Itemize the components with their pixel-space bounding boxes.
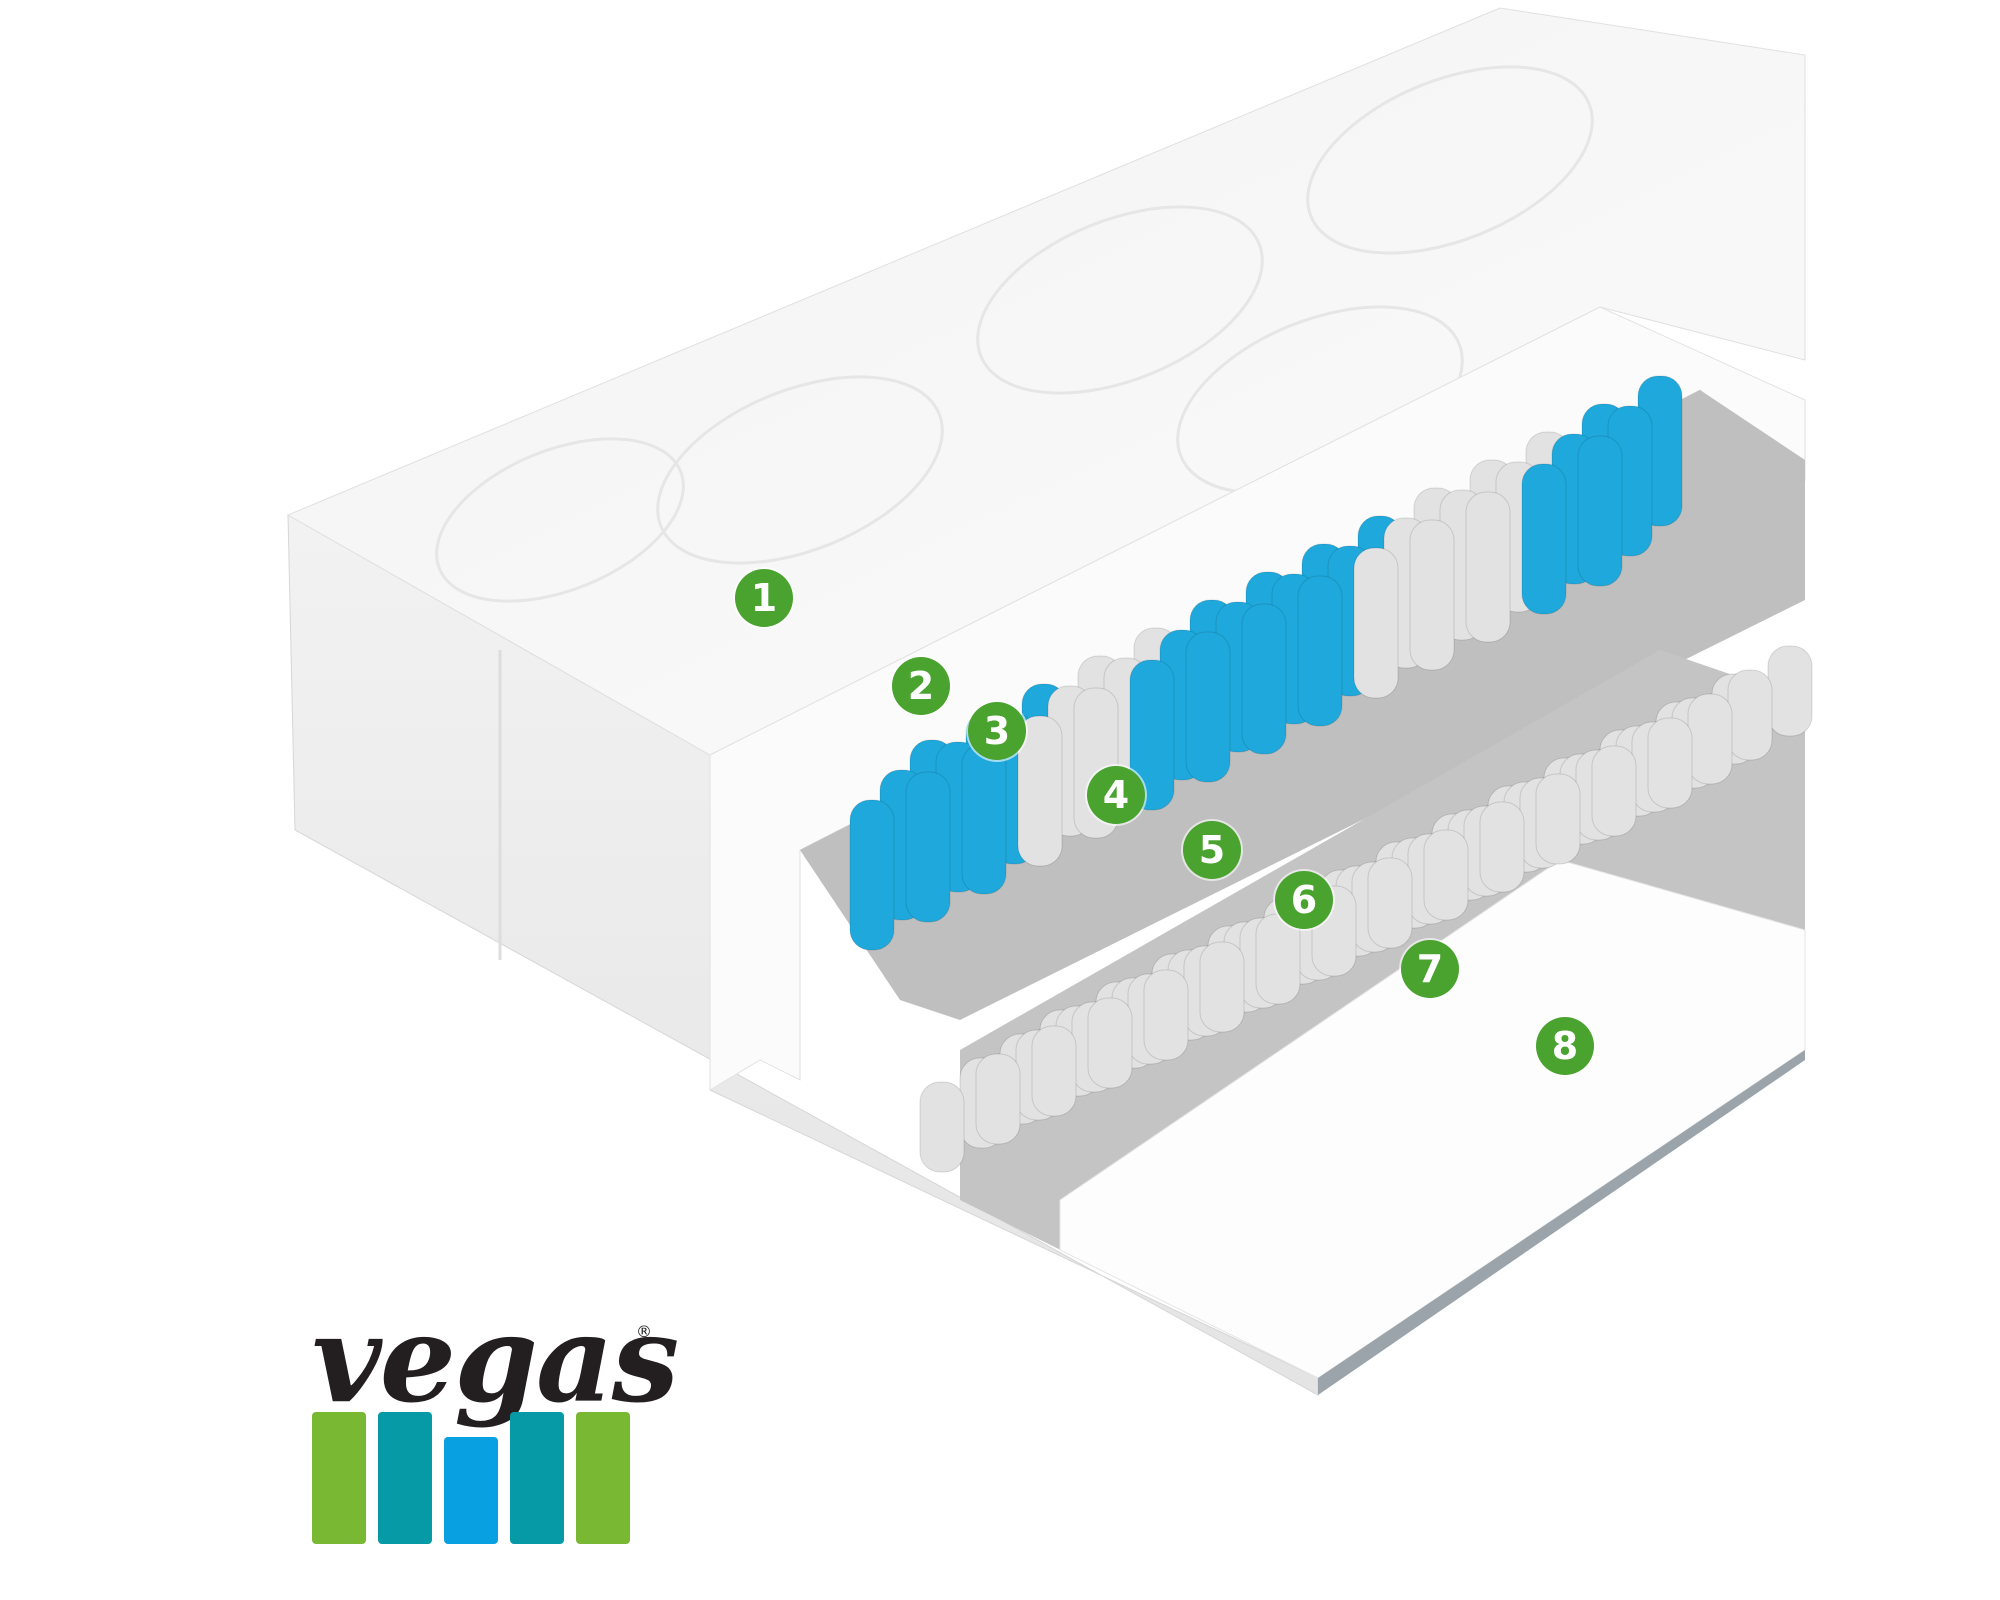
- pocket-spring: [1017, 715, 1063, 867]
- pocket-spring: [1255, 913, 1301, 1005]
- pocket-spring: [1143, 969, 1189, 1061]
- logo-bar: [510, 1412, 564, 1544]
- pocket-spring: [1031, 1025, 1077, 1117]
- layer-marker-2: 2: [892, 657, 950, 715]
- layer-marker-7: 7: [1401, 940, 1459, 998]
- pocket-spring: [1199, 941, 1245, 1033]
- pocket-spring: [1687, 693, 1733, 785]
- pocket-spring: [1479, 801, 1525, 893]
- pocket-spring: [905, 771, 951, 923]
- pocket-spring: [1087, 997, 1133, 1089]
- pocket-spring: [1367, 857, 1413, 949]
- pocket-spring: [1297, 575, 1343, 727]
- layer-marker-8: 8: [1536, 1017, 1594, 1075]
- pocket-spring: [975, 1053, 1021, 1145]
- layer-marker-1: 1: [735, 569, 793, 627]
- pocket-spring: [849, 799, 895, 951]
- layer-marker-5: 5: [1183, 821, 1241, 879]
- pocket-spring: [1241, 603, 1287, 755]
- logo-bar: [576, 1412, 630, 1544]
- pocket-spring: [1409, 519, 1455, 671]
- pocket-spring: [1767, 645, 1813, 737]
- layer-marker-4: 4: [1087, 766, 1145, 824]
- pocket-spring: [1353, 547, 1399, 699]
- pocket-spring: [1465, 491, 1511, 643]
- logo-bar: [312, 1412, 366, 1544]
- registered-mark: ®: [636, 1322, 652, 1341]
- pocket-spring: [919, 1081, 965, 1173]
- pocket-spring: [1521, 463, 1567, 615]
- pocket-spring: [1577, 435, 1623, 587]
- pocket-spring: [1423, 829, 1469, 921]
- pocket-spring: [961, 743, 1007, 895]
- pocket-spring: [1129, 659, 1175, 811]
- layer-marker-3: 3: [968, 702, 1026, 760]
- layer-marker-6: 6: [1275, 871, 1333, 929]
- logo-bar: [444, 1437, 498, 1544]
- pocket-spring: [1185, 631, 1231, 783]
- logo-wordmark: vegas: [312, 1289, 679, 1430]
- pocket-spring: [1591, 745, 1637, 837]
- pocket-spring: [1535, 773, 1581, 865]
- pocket-spring: [1647, 717, 1693, 809]
- pocket-spring: [1727, 669, 1773, 761]
- logo-bar: [378, 1412, 432, 1544]
